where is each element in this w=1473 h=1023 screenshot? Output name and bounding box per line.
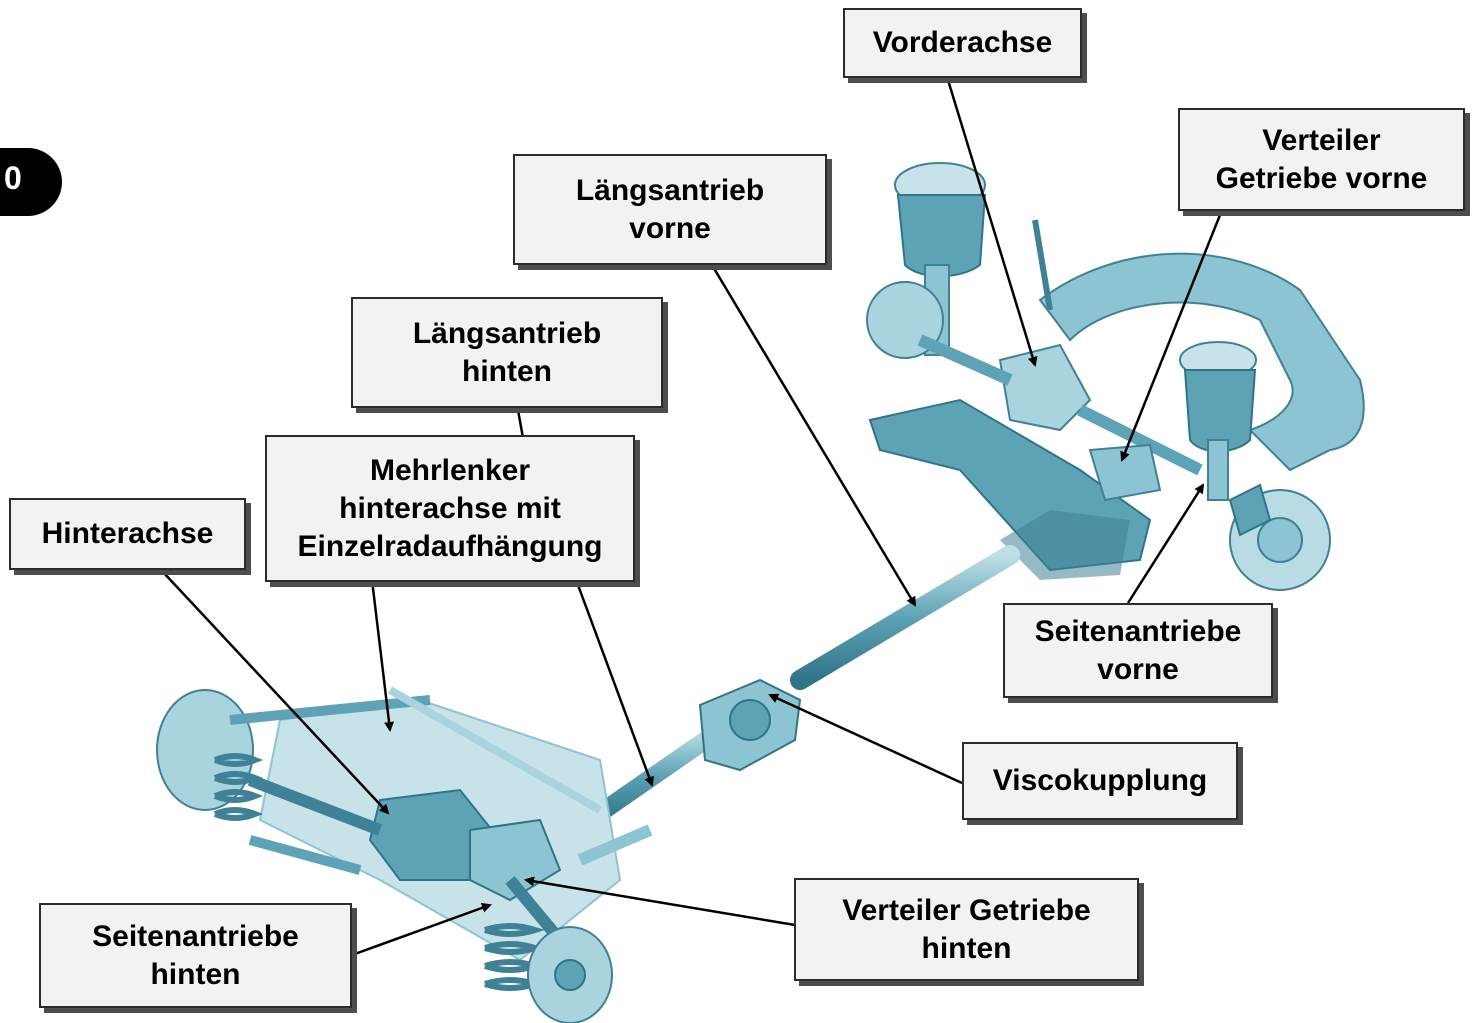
label-mehrlenker-hinterachse: Mehrlenker hinterachse mit Einzelradaufh… xyxy=(265,435,635,582)
front-right-strut-rod xyxy=(1208,440,1228,500)
label-verteiler-getriebe-hinten: Verteiler Getriebe hinten xyxy=(794,878,1139,981)
leader-laengsantrieb-hinten xyxy=(518,410,523,438)
label-viscokupplung: Viscokupplung xyxy=(962,742,1238,820)
leader-mehrlenker-right xyxy=(578,585,652,785)
propeller-shaft xyxy=(590,555,1010,820)
front-propeller-shaft xyxy=(800,555,1010,680)
front-differential xyxy=(1000,345,1090,430)
label-laengsantrieb-vorne: Längsantrieb vorne xyxy=(513,154,827,265)
label-verteiler-getriebe-vorne: Verteiler Getriebe vorne xyxy=(1178,108,1465,211)
leader-viscokupplung xyxy=(770,695,962,783)
label-hinterachse: Hinterachse xyxy=(9,498,246,570)
label-laengsantrieb-hinten: Längsantrieb hinten xyxy=(351,297,663,408)
label-seitenantriebe-hinten: Seitenantriebe hinten xyxy=(39,903,352,1008)
front-axle-assembly xyxy=(867,163,1364,590)
rear-propeller-shaft xyxy=(590,730,720,820)
label-vorderachse: Vorderachse xyxy=(843,8,1082,78)
label-seitenantriebe-vorne: Seitenantriebe vorne xyxy=(1003,603,1273,698)
